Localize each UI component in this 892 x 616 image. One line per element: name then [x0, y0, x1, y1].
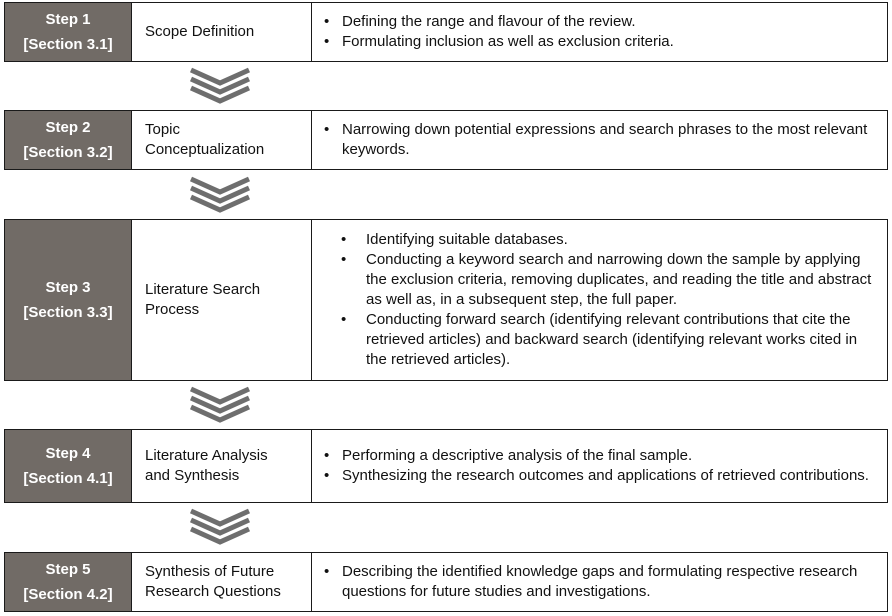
- step-description: Describing the identified knowledge gaps…: [312, 553, 887, 611]
- step-number: Step 2: [45, 119, 91, 136]
- triple-chevron-down-icon: [189, 508, 251, 545]
- step-number: Step 3: [45, 279, 91, 296]
- step-number: Step 5: [45, 561, 91, 578]
- step-name: Literature Analysis and Synthesis: [132, 430, 312, 502]
- triple-chevron-down-icon: [189, 386, 251, 423]
- bullet-item: Performing a descriptive analysis of the…: [324, 446, 879, 466]
- bullet-item: Conducting forward search (identifying r…: [341, 310, 879, 370]
- step-section: [Section 3.3]: [23, 304, 113, 321]
- step-description: Identifying suitable databases. Conducti…: [312, 220, 887, 380]
- step-section: [Section 4.2]: [23, 586, 113, 603]
- step-number: Step 1: [45, 11, 91, 28]
- bullet-item: Narrowing down potential expressions and…: [324, 120, 879, 160]
- bullet-item: Conducting a keyword search and narrowin…: [341, 250, 879, 310]
- bullet-item: Synthesizing the research outcomes and a…: [324, 466, 879, 486]
- bullet-item: Formulating inclusion as well as exclusi…: [324, 32, 879, 52]
- step-name: Scope Definition: [132, 3, 312, 61]
- bullet-item: Defining the range and flavour of the re…: [324, 12, 879, 32]
- triple-chevron-down-icon: [189, 67, 251, 104]
- step-section: [Section 4.1]: [23, 470, 113, 487]
- step-description: Narrowing down potential expressions and…: [312, 111, 887, 169]
- step-description: Defining the range and flavour of the re…: [312, 3, 887, 61]
- step-label-box: Step 3 [Section 3.3]: [5, 220, 132, 380]
- step-description: Performing a descriptive analysis of the…: [312, 430, 887, 502]
- step-label-box: Step 1 [Section 3.1]: [5, 3, 132, 61]
- step-name: Literature Search Process: [132, 220, 312, 380]
- step-label-box: Step 5 [Section 4.2]: [5, 553, 132, 611]
- step-row-3: Step 3 [Section 3.3] Literature Search P…: [4, 219, 888, 381]
- bullet-item: Describing the identified knowledge gaps…: [324, 562, 879, 602]
- step-row-4: Step 4 [Section 4.1] Literature Analysis…: [4, 429, 888, 503]
- triple-chevron-down-icon: [189, 176, 251, 213]
- bullet-item: Identifying suitable databases.: [341, 230, 879, 250]
- step-row-2: Step 2 [Section 3.2] Topic Conceptualiza…: [4, 110, 888, 170]
- step-section: [Section 3.1]: [23, 36, 113, 53]
- step-row-5: Step 5 [Section 4.2] Synthesis of Future…: [4, 552, 888, 612]
- step-name: Topic Conceptualization: [132, 111, 312, 169]
- step-label-box: Step 4 [Section 4.1]: [5, 430, 132, 502]
- step-label-box: Step 2 [Section 3.2]: [5, 111, 132, 169]
- step-row-1: Step 1 [Section 3.1] Scope Definition De…: [4, 2, 888, 62]
- step-number: Step 4: [45, 445, 91, 462]
- step-name: Synthesis of Future Research Questions: [132, 553, 312, 611]
- step-section: [Section 3.2]: [23, 144, 113, 161]
